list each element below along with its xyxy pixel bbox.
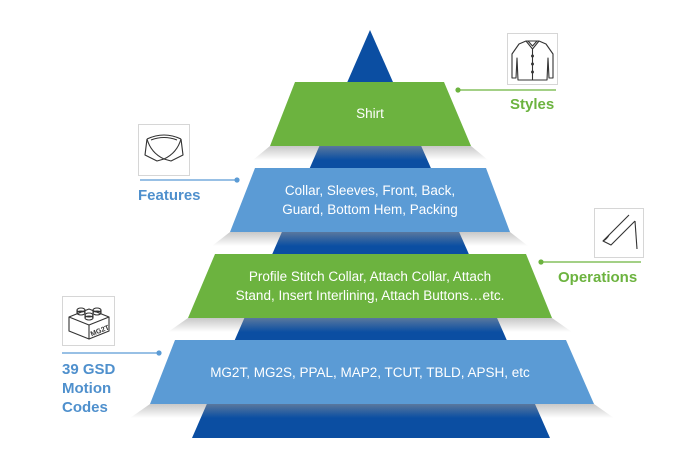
mg2t-block-icon-box: MG2T bbox=[62, 296, 115, 346]
band-line: Collar, Sleeves, Front, Back, bbox=[284, 183, 456, 198]
connector-operations bbox=[538, 259, 641, 265]
band-shadow-gsd bbox=[130, 404, 614, 418]
connector-features bbox=[140, 177, 240, 183]
connector-gsd bbox=[62, 350, 162, 356]
label-line: Features bbox=[138, 187, 201, 204]
band-line: MG2T, MG2S, PPAL, MAP2, TCUT, TBLD, APSH… bbox=[210, 365, 530, 380]
mg2t-block-icon: MG2T bbox=[68, 307, 111, 340]
band-shadow-styles bbox=[253, 146, 488, 160]
shirt-icon bbox=[511, 40, 554, 81]
collar-icon-box bbox=[138, 124, 190, 176]
band-text-gsd: MG2T, MG2S, PPAL, MAP2, TCUT, TBLD, APSH… bbox=[165, 363, 575, 382]
label-line: Styles bbox=[510, 96, 555, 113]
band-gsd bbox=[150, 340, 594, 404]
band-text-operations: Profile Stitch Collar, Attach Collar, At… bbox=[200, 267, 540, 305]
band-line: Stand, Insert Interlining, Attach Button… bbox=[235, 288, 505, 303]
band-shadow-features bbox=[212, 232, 528, 246]
connector-styles bbox=[455, 87, 556, 93]
label-line: Operations bbox=[558, 269, 638, 286]
band-styles bbox=[270, 82, 471, 146]
label-line: Codes bbox=[62, 399, 108, 416]
band-line: Guard, Bottom Hem, Packing bbox=[282, 202, 458, 217]
label-features: Features bbox=[138, 186, 201, 205]
label-line: Motion bbox=[62, 380, 112, 397]
label-line: 39 GSD bbox=[62, 361, 116, 378]
shirt-icon-box bbox=[507, 33, 558, 85]
collar-point-icon bbox=[602, 214, 638, 250]
label-gsd: 39 GSD Motion Codes bbox=[62, 360, 115, 417]
band-features bbox=[230, 168, 510, 232]
band-operations bbox=[188, 254, 552, 318]
collar-point-icon-box bbox=[594, 208, 644, 258]
band-line: Profile Stitch Collar, Attach Collar, At… bbox=[248, 269, 492, 284]
label-operations: Operations bbox=[558, 268, 637, 287]
mg2t-icon-text: MG2T bbox=[90, 324, 111, 338]
collar-icon bbox=[144, 134, 184, 162]
band-shadow-operations bbox=[168, 318, 572, 332]
label-styles: Styles bbox=[510, 95, 554, 114]
band-text-features: Collar, Sleeves, Front, Back, Guard, Bot… bbox=[245, 181, 495, 219]
band-text-styles: Shirt bbox=[282, 104, 458, 123]
band-line: Shirt bbox=[356, 106, 384, 121]
